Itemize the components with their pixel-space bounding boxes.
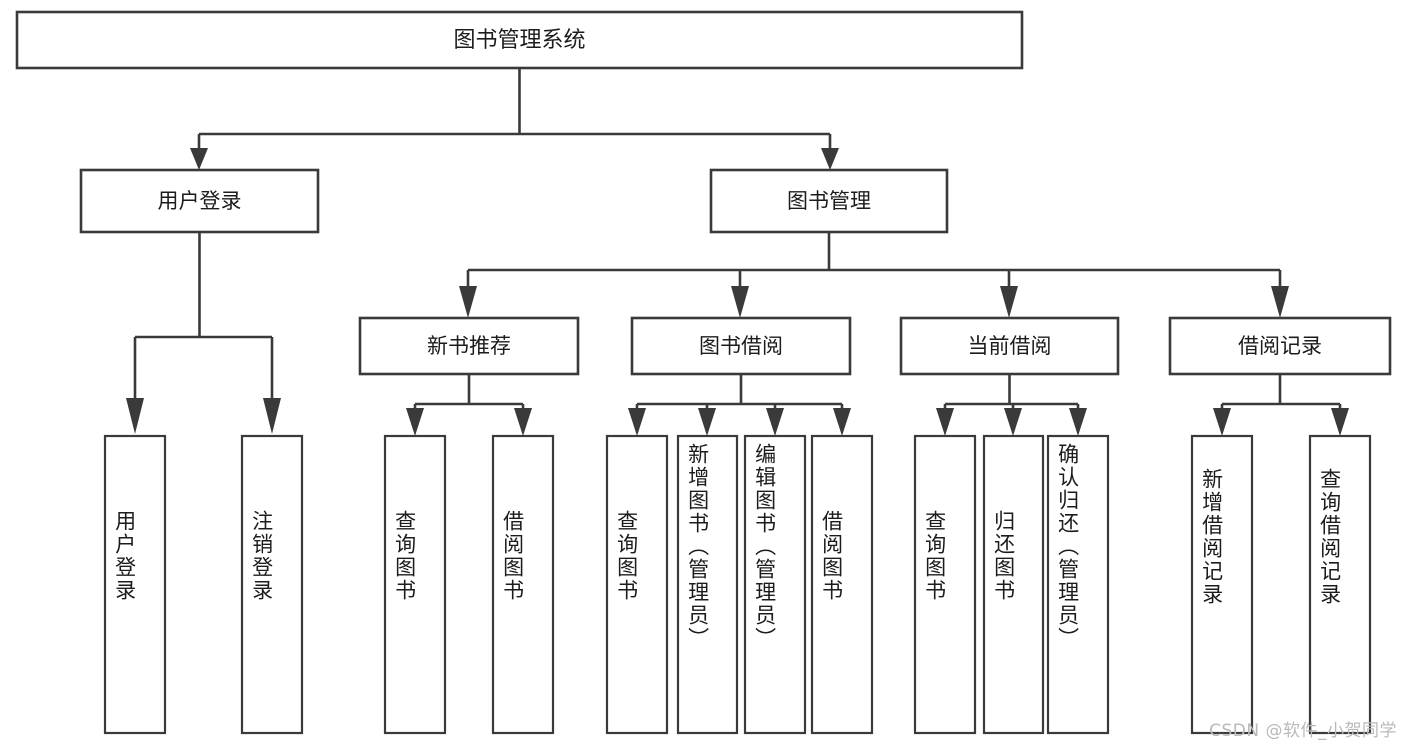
leaf-box-book-borrow-3[interactable] [743,434,807,735]
watermark-text: CSDN @软件_小贺同学 [1209,721,1397,741]
arrow-head-leaf-book-borrow-2 [698,408,716,436]
node-book-borrow-box[interactable] [630,316,852,376]
arrow-head-leaf-book-borrow-4 [833,408,851,436]
arrow-head-leaf-current-borrow-2 [1004,408,1022,436]
leaf-box-book-borrow-2[interactable] [676,434,739,735]
arrow-head-to-book-manage [821,148,839,170]
node-borrow-record-label: 借阅记录 [1238,334,1322,358]
node-root-label: 图书管理系统 [453,28,585,53]
node-book-manage-label: 图书管理 [787,189,871,213]
arrow-head-leaf-new-book-1 [406,408,424,436]
leaf-box-book-borrow-4[interactable] [810,434,874,735]
leaf-box-book-borrow-1[interactable] [605,434,669,735]
node-root-box[interactable] [15,10,1024,70]
node-borrow-record[interactable]: 借阅记录 [1168,316,1392,376]
arrow-head-leaf-book-borrow-1 [628,408,646,436]
arrow-head-leaf-user-login-1 [126,398,144,434]
node-new-book-recommend-box[interactable] [358,316,580,376]
leaf-box-user-login-2[interactable] [240,434,304,735]
node-book-manage-box[interactable] [709,168,949,234]
leaf-box-current-borrow-1[interactable] [913,434,977,735]
arrow-head-to-borrow-record [1271,286,1289,318]
arrow-head-leaf-new-book-2 [514,408,532,436]
node-current-borrow[interactable]: 当前借阅 [899,316,1120,376]
node-current-borrow-label: 当前借阅 [968,334,1052,358]
arrow-head-to-current-borrow [1000,286,1018,318]
leaf-box-borrow-record-1[interactable] [1190,434,1254,735]
leaf-box-new-book-2[interactable] [491,434,555,735]
node-root[interactable]: 图书管理系统 [15,10,1024,70]
arrow-head-leaf-book-borrow-3 [766,408,784,436]
leaf-box-current-borrow-2[interactable] [982,434,1045,735]
node-book-borrow-label: 图书借阅 [699,334,783,358]
arrow-head-leaf-current-borrow-1 [936,408,954,436]
arrow-head-leaf-borrow-record-1 [1213,408,1231,436]
node-user-login[interactable]: 用户登录 [79,168,320,234]
arrow-head-leaf-user-login-2 [263,398,281,434]
leaf-box-new-book-1[interactable] [383,434,447,735]
node-new-book-recommend-label: 新书推荐 [427,334,511,358]
leaf-box-current-borrow-3[interactable] [1046,434,1110,735]
leaf-box-borrow-record-2[interactable] [1308,434,1372,735]
node-current-borrow-box[interactable] [899,316,1120,376]
node-borrow-record-box[interactable] [1168,316,1392,376]
arrow-head-to-user-login [190,148,208,170]
node-user-login-label: 用户登录 [158,189,242,213]
leaf-box-user-login-1[interactable] [103,434,167,735]
node-book-borrow[interactable]: 图书借阅 [630,316,852,376]
node-book-manage[interactable]: 图书管理 [709,168,949,234]
arrow-head-leaf-borrow-record-2 [1331,408,1349,436]
arrow-head-to-new-book [459,286,477,318]
arrow-head-leaf-current-borrow-3 [1069,408,1087,436]
arrow-head-to-book-borrow [731,286,749,318]
node-new-book-recommend[interactable]: 新书推荐 [358,316,580,376]
